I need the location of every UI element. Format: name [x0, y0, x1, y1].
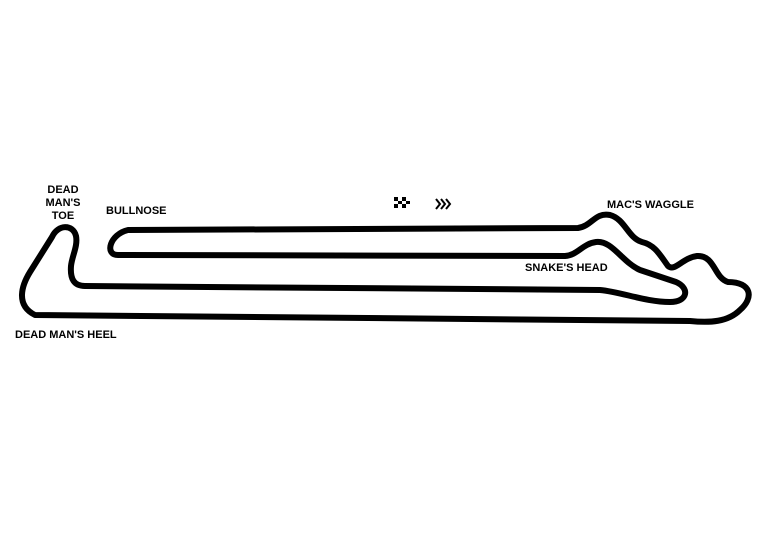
corner-label-snakes-head: SNAKE'S HEAD: [525, 262, 608, 274]
corner-label-dead-mans-toe-line3: TOE: [51, 210, 75, 222]
direction-chevrons-icon: [435, 198, 452, 210]
checkered-flag-icon: [394, 197, 410, 208]
corner-label-macs-waggle: MAC'S WAGGLE: [607, 199, 694, 211]
corner-label-dead-mans-heel: DEAD MAN'S HEEL: [15, 329, 117, 341]
corner-label-dead-mans-toe-line1: DEAD: [47, 184, 79, 196]
corner-label-dead-mans-toe: DEAD MAN'S TOE: [44, 184, 82, 223]
corner-label-dead-mans-toe-line2: MAN'S: [45, 197, 81, 209]
track-outline: [19, 211, 752, 325]
corner-label-bullnose: BULLNOSE: [106, 205, 167, 217]
